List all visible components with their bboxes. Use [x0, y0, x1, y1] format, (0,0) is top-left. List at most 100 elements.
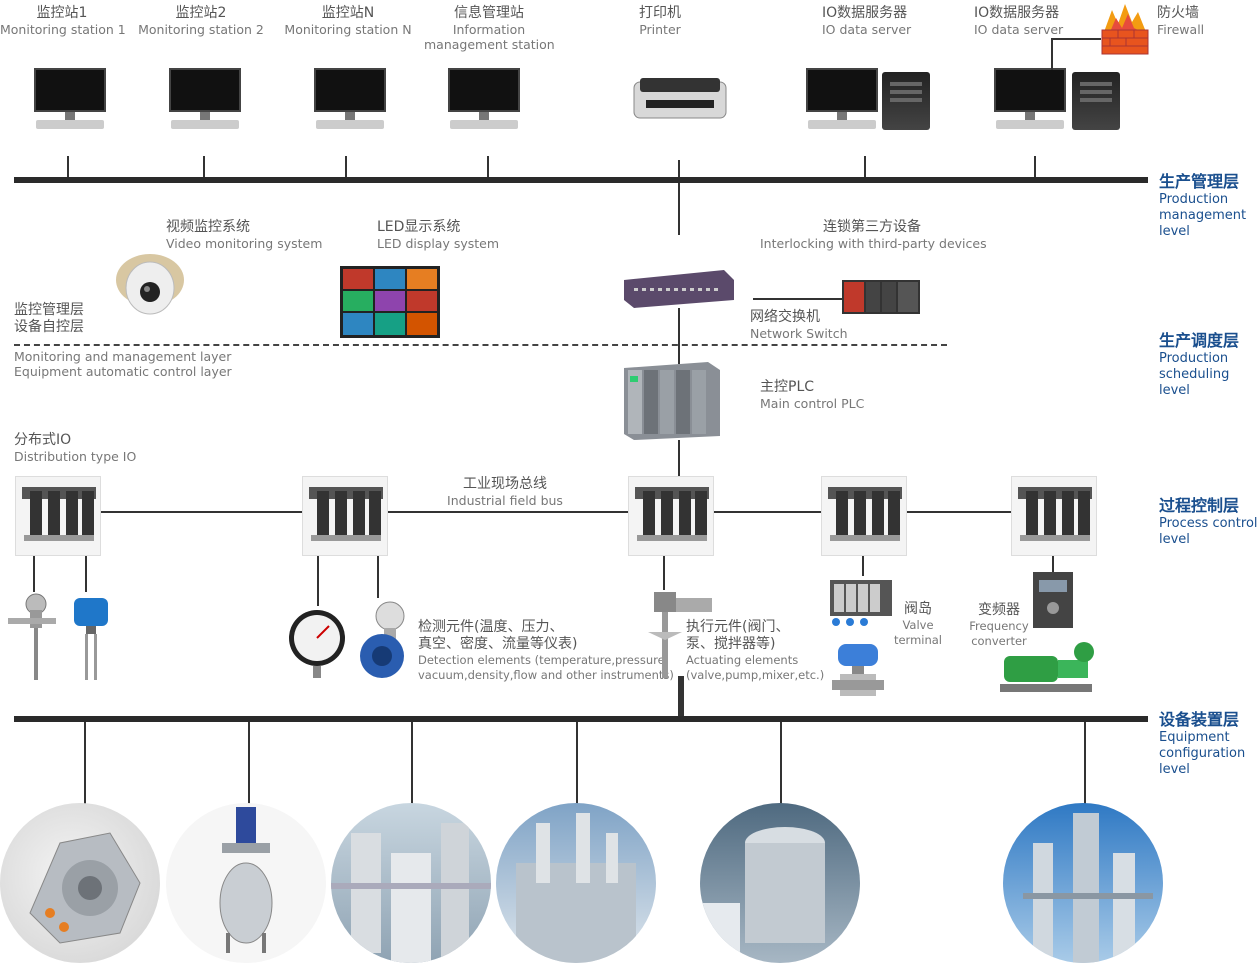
distributed-io-label: 分布式IO Distribution type IO [14, 432, 136, 464]
layer-process-control: 过程控制层 Process control level [1159, 496, 1257, 548]
equipment-tank-photo [700, 803, 860, 963]
label-en: Interlocking with third-party devices [760, 236, 987, 251]
detection-elements-label: 检测元件(温度、压力、 真空、密度、流量等仪表) Detection eleme… [418, 619, 674, 683]
monitor-icon [34, 68, 106, 132]
video-monitoring-label: 视频监控系统 Video monitoring system [166, 219, 322, 251]
mixer-actuator-icon [648, 588, 716, 680]
label-cn: 网络交换机 [750, 309, 820, 325]
firewall-connector [1051, 38, 1053, 70]
label-en: converter [971, 634, 1027, 648]
distributed-io-module [628, 476, 714, 556]
switch-to-thirdparty [753, 298, 843, 300]
label-cn: 主控PLC [760, 379, 815, 395]
layer-title: 设备装置层 [1159, 710, 1240, 729]
label-en: Monitoring station 2 [138, 22, 264, 37]
label-en: Information [452, 22, 526, 37]
level-sensor-icon [72, 596, 110, 682]
label-en: Equipment automatic control layer [14, 364, 232, 379]
layer-subtitle: level [1159, 762, 1190, 777]
label-en: Network Switch [750, 326, 848, 341]
label-en: Monitoring station 1 [0, 22, 126, 37]
layer-title: 生产管理层 [1159, 172, 1240, 191]
monitor-icon [314, 68, 386, 132]
label-cn: IO数据服务器 [822, 5, 908, 21]
layer-production-scheduling: 生产调度层 Production scheduling level [1159, 331, 1239, 399]
label-en: IO data server [974, 22, 1064, 37]
label-en: IO data server [822, 22, 912, 37]
monitoring-layer-en-label: Monitoring and management layer Equipmen… [14, 349, 232, 379]
led-wall-icon [340, 266, 440, 338]
distributed-io-module [821, 476, 907, 556]
layer-subtitle: level [1159, 224, 1190, 239]
layer-production-management: 生产管理层 Production management level [1159, 172, 1246, 240]
label-cn: 监控站2 [175, 5, 227, 21]
label-en: LED display system [377, 236, 500, 251]
valve-terminal-label: 阀岛 Valve terminal [890, 601, 946, 648]
monitor-icon [994, 68, 1066, 132]
monitor-icon [169, 68, 241, 132]
led-display-label: LED显示系统 LED display system [377, 219, 499, 251]
frequency-converter-label: 变频器 Frequency converter [966, 602, 1032, 649]
label-en: Actuating elements [686, 653, 799, 667]
label-cn: 打印机 [639, 5, 681, 21]
server-tower-icon [1072, 72, 1120, 130]
equipment-bus [14, 716, 1148, 722]
equipment-mill-photo [0, 803, 160, 963]
label-cn: 监控站1 [36, 5, 88, 21]
temperature-sensor-icon [8, 592, 58, 682]
label-en: Printer [639, 22, 681, 37]
monitoring-station-2-label: 监控站2 Monitoring station 2 [138, 5, 264, 37]
pump-motor-icon [1000, 632, 1096, 702]
monitoring-layer-label: 监控管理层 设备自控层 [14, 302, 84, 336]
actuating-elements-label: 执行元件(阀门、 泵、搅拌器等) Actuating elements (val… [686, 619, 824, 683]
label-en: Detection elements (temperature,pressure… [418, 653, 669, 667]
label-en: terminal [893, 633, 943, 647]
camera-icon [114, 250, 186, 320]
label-cn: 监控管理层 [14, 302, 84, 318]
distributed-io-module [302, 476, 388, 556]
fieldbus-label: 工业现场总线 Industrial field bus [440, 476, 570, 508]
label-en: Valve [902, 618, 934, 632]
network-switch-label: 网络交换机 Network Switch [750, 309, 848, 341]
label-cn: IO数据服务器 [974, 5, 1060, 21]
distributed-io-module [1011, 476, 1097, 556]
label-en: Monitoring station N [284, 22, 412, 37]
layer-subtitle: Production [1159, 351, 1229, 366]
info-management-label: 信息管理站 Information management station [424, 5, 555, 52]
firewall-icon [1098, 2, 1152, 56]
layer-subtitle: configuration [1159, 746, 1246, 761]
label-en: Firewall [1157, 22, 1205, 37]
label-cn: 防火墙 [1157, 5, 1199, 21]
layer-title: 过程控制层 [1159, 496, 1240, 515]
server-tower-icon [882, 72, 930, 130]
io-server-1-label: IO数据服务器 IO data server [822, 5, 911, 37]
label-en: Industrial field bus [447, 493, 563, 508]
pressure-gauge-icon [287, 608, 347, 680]
layer-title: 生产调度层 [1159, 331, 1240, 350]
label-cn: 连锁第三方设备 [823, 219, 921, 235]
monitoring-station-1-label: 监控站1 Monitoring station 1 [0, 5, 126, 37]
layer-subtitle: level [1159, 532, 1190, 547]
firewall-connector [1051, 38, 1101, 40]
label-cn: 分布式IO [14, 432, 72, 448]
monitor-icon [806, 68, 878, 132]
label-en: (valve,pump,mixer,etc.) [686, 668, 825, 682]
main-plc-label: 主控PLC Main control PLC [760, 379, 864, 411]
io-server-2-label: IO数据服务器 IO data server [974, 5, 1063, 37]
label-cn: 设备自控层 [14, 319, 84, 335]
equipment-tower-photo [1003, 803, 1163, 963]
equipment-plant-photo [496, 803, 656, 963]
label-en: management station [424, 37, 555, 52]
label-en: Frequency [969, 619, 1029, 633]
ball-valve-icon [832, 642, 884, 708]
frequency-converter-icon [1033, 572, 1073, 628]
layer-divider [14, 344, 947, 346]
firewall-label: 防火墙 Firewall [1157, 5, 1204, 37]
layer-subtitle: management [1159, 208, 1247, 223]
label-cn: 检测元件(温度、压力、 [418, 619, 564, 635]
third-party-plc-icon [842, 276, 920, 316]
label-cn: 阀岛 [904, 601, 932, 617]
layer-equipment-configuration: 设备装置层 Equipment configuration level [1159, 710, 1245, 778]
label-cn: 真空、密度、流量等仪表) [418, 636, 578, 652]
valve-terminal-icon [826, 574, 896, 632]
